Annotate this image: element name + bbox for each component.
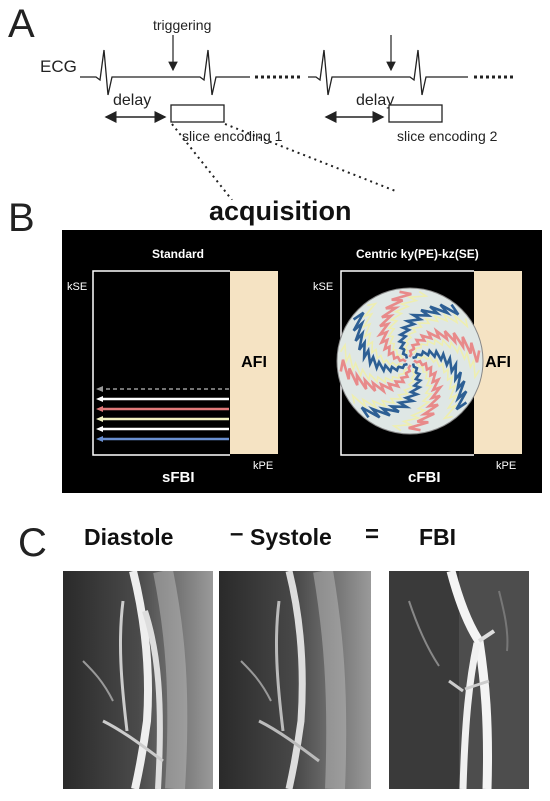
zoom-line-left: [171, 123, 233, 200]
ecg-label: ECG: [40, 57, 77, 76]
panel-b-letter: B: [8, 196, 35, 240]
kpe-axis-label-right: kPE: [496, 460, 517, 472]
afi-label-right: AFI: [485, 353, 511, 371]
zoom-line-right: [224, 123, 399, 193]
kse-axis-label-left: kSE: [67, 281, 88, 293]
slice-encoding-2-label: slice encoding 2: [397, 128, 498, 144]
afi-block-left: AFI: [230, 271, 278, 454]
ecg-trace-1: [80, 49, 250, 96]
ecg-trace-2: [308, 49, 468, 96]
panel-c-letter: C: [18, 521, 47, 565]
slice-encoding-box-2: [388, 104, 443, 123]
equals-operator: =: [365, 521, 380, 548]
acquisition-panel: [62, 230, 542, 493]
standard-header: Standard: [152, 247, 205, 261]
afi-block-right: AFI: [474, 271, 522, 454]
slice-encoding-1-label: slice encoding 1: [182, 128, 283, 144]
panel-a-letter: A: [8, 2, 35, 46]
afi-label-left: AFI: [241, 353, 267, 371]
delay-label-2: delay: [356, 92, 395, 109]
fbi-label: FBI: [419, 524, 457, 550]
diastole-image: [63, 571, 213, 789]
kpe-axis-label-left: kPE: [253, 460, 274, 472]
fbi-image: [389, 571, 529, 789]
slice-encoding-box-1: [170, 104, 225, 123]
minus-operator: –: [230, 520, 244, 547]
systole-label: Systole: [250, 524, 332, 550]
diastole-label: Diastole: [84, 524, 174, 550]
acquisition-title: acquisition: [209, 196, 352, 226]
systole-image: [219, 571, 371, 789]
delay-label-1: delay: [113, 92, 152, 109]
kse-axis-label-right: kSE: [313, 281, 334, 293]
triggering-label: triggering: [153, 17, 212, 33]
ecg-timing-diagram: [80, 35, 515, 200]
sfbi-caption: sFBI: [162, 469, 195, 486]
cfbi-caption: cFBI: [408, 469, 441, 486]
centric-header: Centric ky(PE)-kz(SE): [356, 247, 479, 261]
